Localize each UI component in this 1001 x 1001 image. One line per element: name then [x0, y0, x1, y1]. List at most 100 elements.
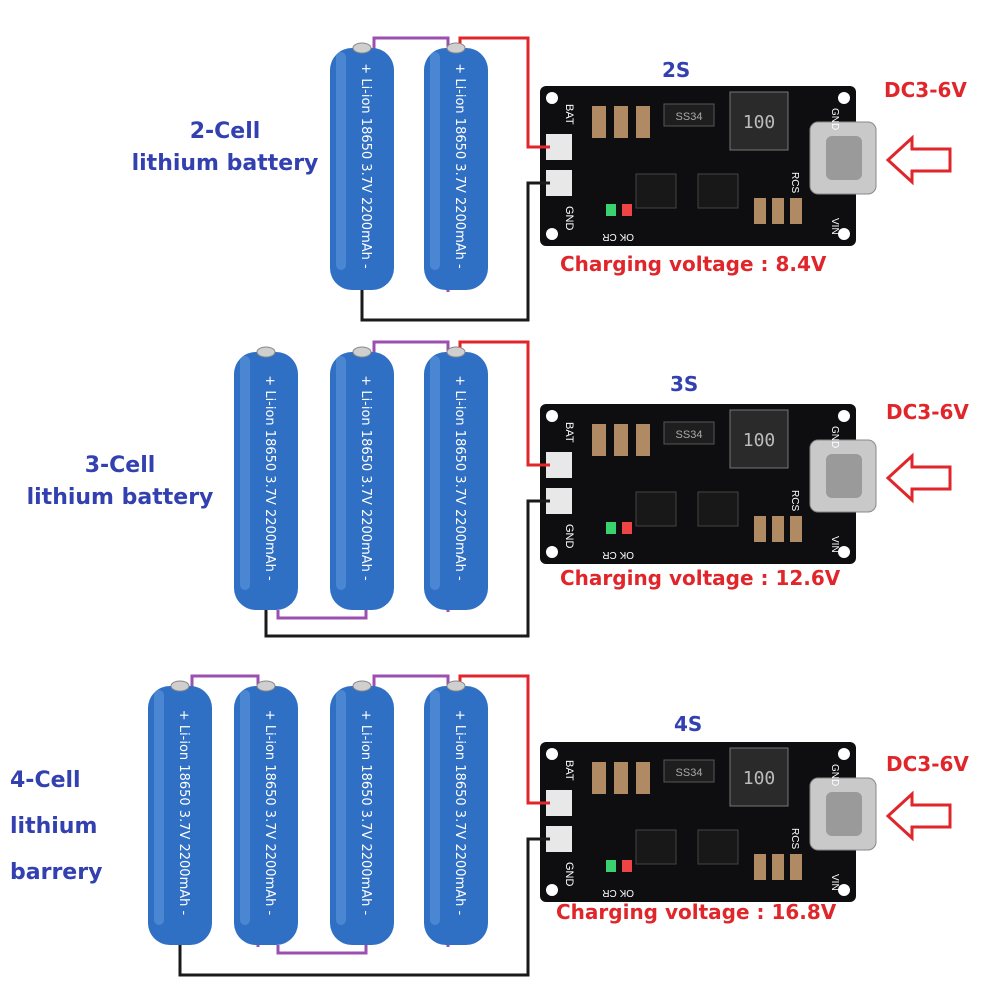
- battery-label: + Li-ion 18650 3.7V 2200mAh -: [452, 710, 467, 916]
- section-2-cell-label: 3-Cell lithium battery: [10, 450, 230, 514]
- led-ok: [606, 860, 616, 872]
- mount-hole: [546, 410, 558, 422]
- ic-chip: [697, 173, 739, 209]
- battery-highlight: [240, 690, 250, 925]
- section-3-label-line-1: 4-Cell: [10, 768, 81, 793]
- battery-cell: + Li-ion 18650 3.7V 2200mAh -: [424, 346, 488, 610]
- rcs-silkscreen: RCS: [789, 828, 800, 849]
- capacitor: [636, 424, 650, 456]
- capacitor: [614, 762, 628, 794]
- diode-chip: [663, 759, 715, 783]
- diode-chip: [663, 421, 715, 445]
- battery-cell: + Li-ion 18650 3.7V 2200mAh -: [234, 680, 298, 945]
- capacitor: [636, 106, 650, 138]
- mount-hole: [546, 228, 558, 240]
- positive-wire: [458, 36, 550, 149]
- vin-silkscreen: VIN: [829, 218, 840, 235]
- ic-chip: [697, 491, 739, 527]
- battery-highlight: [336, 356, 346, 590]
- battery-terminal-icon: [352, 680, 372, 692]
- ic-chip: [635, 829, 677, 865]
- bat-pad: [546, 452, 572, 478]
- mount-hole: [838, 410, 850, 422]
- led-ok: [606, 204, 616, 216]
- vin-silkscreen: VIN: [829, 536, 840, 553]
- arrow-shape: [885, 790, 952, 842]
- battery-label: + Li-ion 18650 3.7V 2200mAh -: [176, 710, 191, 916]
- capacitor: [636, 762, 650, 794]
- mount-hole: [838, 748, 850, 760]
- capacitor: [754, 516, 766, 542]
- diode-chip: [663, 103, 715, 127]
- section-1-input-label: DC3-6V: [884, 78, 967, 102]
- mount-hole: [838, 228, 850, 240]
- capacitor: [790, 854, 802, 880]
- inductor-label: 100: [743, 112, 776, 133]
- negative-wire: [264, 499, 550, 638]
- battery-highlight: [154, 690, 164, 925]
- battery-terminal-icon: [446, 346, 466, 358]
- mount-hole: [838, 92, 850, 104]
- section-2-label-line-1: 3-Cell: [84, 453, 156, 478]
- led-silkscreen: OK CR: [602, 231, 634, 242]
- gnd-pad: [546, 826, 572, 852]
- inductor: [729, 409, 789, 469]
- gnd-silkscreen: GND: [563, 862, 575, 887]
- battery-terminal-icon: [352, 42, 372, 54]
- battery-highlight: [240, 356, 250, 590]
- bat-silkscreen: BAT: [563, 760, 575, 781]
- gnd-in-silkscreen: GND: [829, 764, 840, 786]
- battery-label: + Li-ion 18650 3.7V 2200mAh -: [262, 375, 277, 581]
- led-ok: [606, 522, 616, 534]
- diode-label: SS34: [676, 767, 703, 779]
- capacitor: [790, 198, 802, 224]
- battery-cell: + Li-ion 18650 3.7V 2200mAh -: [148, 680, 212, 945]
- arrow-shape: [885, 134, 952, 186]
- section-1-label-line-2: lithium battery: [131, 151, 319, 176]
- battery-highlight: [430, 356, 440, 590]
- battery-label: + Li-ion 18650 3.7V 2200mAh -: [358, 63, 373, 269]
- battery-label: + Li-ion 18650 3.7V 2200mAh -: [262, 710, 277, 916]
- section-2-input-label: DC3-6V: [886, 400, 969, 424]
- capacitor: [614, 424, 628, 456]
- led-cr: [622, 860, 632, 872]
- battery-highlight: [336, 52, 346, 270]
- mount-hole: [546, 546, 558, 558]
- capacitor: [772, 516, 784, 542]
- battery-terminal-icon: [256, 680, 276, 692]
- section-3-input-label: DC3-6V: [886, 752, 969, 776]
- led-cr: [622, 522, 632, 534]
- section-1-charging-label: Charging voltage : 8.4V: [560, 252, 827, 276]
- section-3-charging-label: Charging voltage : 16.8V: [556, 900, 837, 924]
- gnd-in-silkscreen: GND: [829, 426, 840, 448]
- arrow-shape: [885, 452, 952, 504]
- capacitor: [772, 854, 784, 880]
- gnd-in-silkscreen: GND: [829, 108, 840, 130]
- battery-highlight: [430, 690, 440, 925]
- section-3-series-label: 4S: [674, 712, 703, 736]
- input-arrow-icon: [885, 452, 952, 504]
- battery-terminal-icon: [352, 346, 372, 358]
- capacitor: [772, 198, 784, 224]
- mount-hole: [546, 92, 558, 104]
- battery-cell: + Li-ion 18650 3.7V 2200mAh -: [424, 42, 488, 290]
- led-silkscreen: OK CR: [602, 887, 634, 898]
- ic-chip: [697, 829, 739, 865]
- section-1-series-label: 2S: [662, 58, 691, 82]
- battery-cell: + Li-ion 18650 3.7V 2200mAh -: [424, 680, 488, 945]
- capacitor: [754, 854, 766, 880]
- gnd-silkscreen: GND: [563, 524, 575, 549]
- battery-label: + Li-ion 18650 3.7V 2200mAh -: [452, 63, 467, 269]
- section-3-cell-label: 4-Cell lithium barrery: [10, 758, 120, 896]
- section-2-charging-label: Charging voltage : 12.6V: [560, 566, 841, 590]
- battery-highlight: [430, 52, 440, 270]
- rcs-silkscreen: RCS: [789, 490, 800, 511]
- usb-c-opening: [826, 792, 862, 836]
- capacitor: [592, 106, 606, 138]
- mount-hole: [838, 546, 850, 558]
- battery-label: + Li-ion 18650 3.7V 2200mAh -: [358, 375, 373, 581]
